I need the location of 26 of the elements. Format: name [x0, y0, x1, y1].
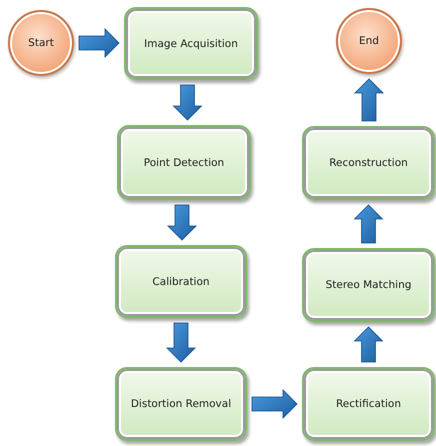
block-arrow: [354, 326, 384, 362]
process-box: [117, 125, 251, 200]
node-label: Stereo Matching: [324, 279, 412, 291]
process-box: [115, 245, 247, 318]
process-box: [302, 367, 435, 441]
block-arrow: [354, 204, 384, 244]
node-label: Calibration: [151, 276, 211, 288]
node-label: Image Acquisition: [143, 38, 239, 50]
node-label: Distortion Removal: [130, 398, 232, 410]
block-arrow: [78, 28, 120, 58]
block-arrow: [354, 78, 384, 122]
node-label: Point Detection: [142, 156, 226, 168]
process-box: [115, 367, 247, 441]
terminal-circle: [336, 8, 402, 74]
process-box: [302, 126, 435, 200]
block-arrow: [252, 389, 298, 419]
process-box: [124, 7, 258, 80]
block-arrow: [167, 204, 197, 241]
block-arrow: [172, 84, 202, 121]
process-box: [302, 248, 435, 322]
terminal-circle: [8, 10, 74, 76]
node-label: Rectification: [334, 398, 402, 410]
block-arrow: [166, 322, 196, 363]
node-label: Start: [27, 37, 55, 49]
node-label: End: [358, 35, 380, 47]
node-label: Reconstruction: [328, 157, 409, 169]
